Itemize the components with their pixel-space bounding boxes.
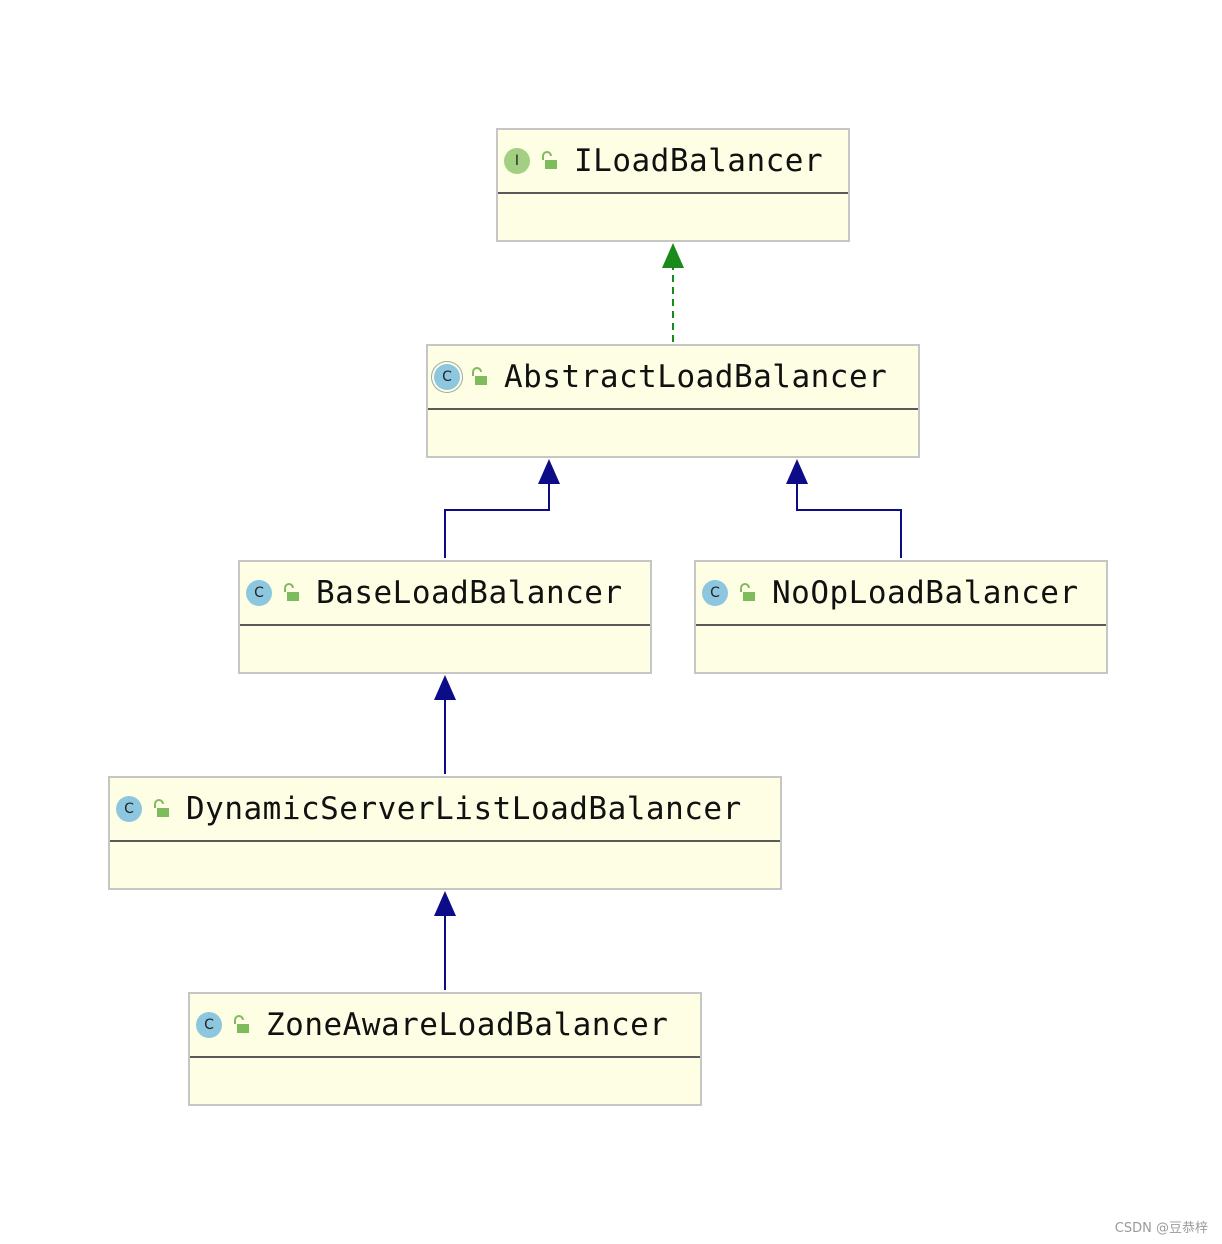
class-box-abstractloadbalancer[interactable]: C AbstractLoadBalancer — [426, 344, 920, 458]
unlock-icon — [280, 582, 302, 604]
unlock-icon — [230, 1014, 252, 1036]
extends-arrowhead — [786, 459, 808, 484]
class-header: C NoOpLoadBalancer — [696, 562, 1106, 626]
extends-edge — [796, 462, 902, 558]
extends-edge — [444, 462, 550, 558]
class-icon: C — [702, 580, 728, 606]
class-members — [498, 194, 848, 240]
watermark: CSDN @豆恭梓 — [1114, 1221, 1208, 1236]
class-box-noploadbalancer[interactable]: C NoOpLoadBalancer — [694, 560, 1108, 674]
extends-arrowhead — [434, 675, 456, 700]
class-box-iloadbalancer[interactable]: I ILoadBalancer — [496, 128, 850, 242]
class-name: DynamicServerListLoadBalancer — [186, 791, 742, 827]
extends-arrowhead — [434, 891, 456, 916]
class-icon: C — [246, 580, 272, 606]
class-members — [240, 626, 650, 672]
class-box-baseloadbalancer[interactable]: C BaseLoadBalancer — [238, 560, 652, 674]
class-box-zoneawareloadbalancer[interactable]: C ZoneAwareLoadBalancer — [188, 992, 702, 1106]
class-box-dynamicserverlistloadbalancer[interactable]: C DynamicServerListLoadBalancer — [108, 776, 782, 890]
class-header: I ILoadBalancer — [498, 130, 848, 194]
unlock-icon — [736, 582, 758, 604]
class-header: C DynamicServerListLoadBalancer — [110, 778, 780, 842]
class-members — [110, 842, 780, 888]
class-icon: C — [434, 364, 460, 390]
class-icon: C — [116, 796, 142, 822]
class-name: AbstractLoadBalancer — [504, 359, 888, 395]
class-icon: C — [196, 1012, 222, 1038]
class-header: C AbstractLoadBalancer — [428, 346, 918, 410]
class-name: NoOpLoadBalancer — [772, 575, 1079, 611]
class-name: BaseLoadBalancer — [316, 575, 623, 611]
unlock-icon — [150, 798, 172, 820]
interface-icon: I — [504, 148, 530, 174]
extends-arrowhead — [538, 459, 560, 484]
unlock-icon — [468, 366, 490, 388]
class-header: C BaseLoadBalancer — [240, 562, 650, 626]
class-members — [428, 410, 918, 456]
class-members — [190, 1058, 700, 1104]
unlock-icon — [538, 150, 560, 172]
class-members — [696, 626, 1106, 672]
implements-arrowhead — [662, 243, 684, 268]
class-name: ILoadBalancer — [574, 143, 824, 179]
class-name: ZoneAwareLoadBalancer — [266, 1007, 669, 1043]
class-header: C ZoneAwareLoadBalancer — [190, 994, 700, 1058]
